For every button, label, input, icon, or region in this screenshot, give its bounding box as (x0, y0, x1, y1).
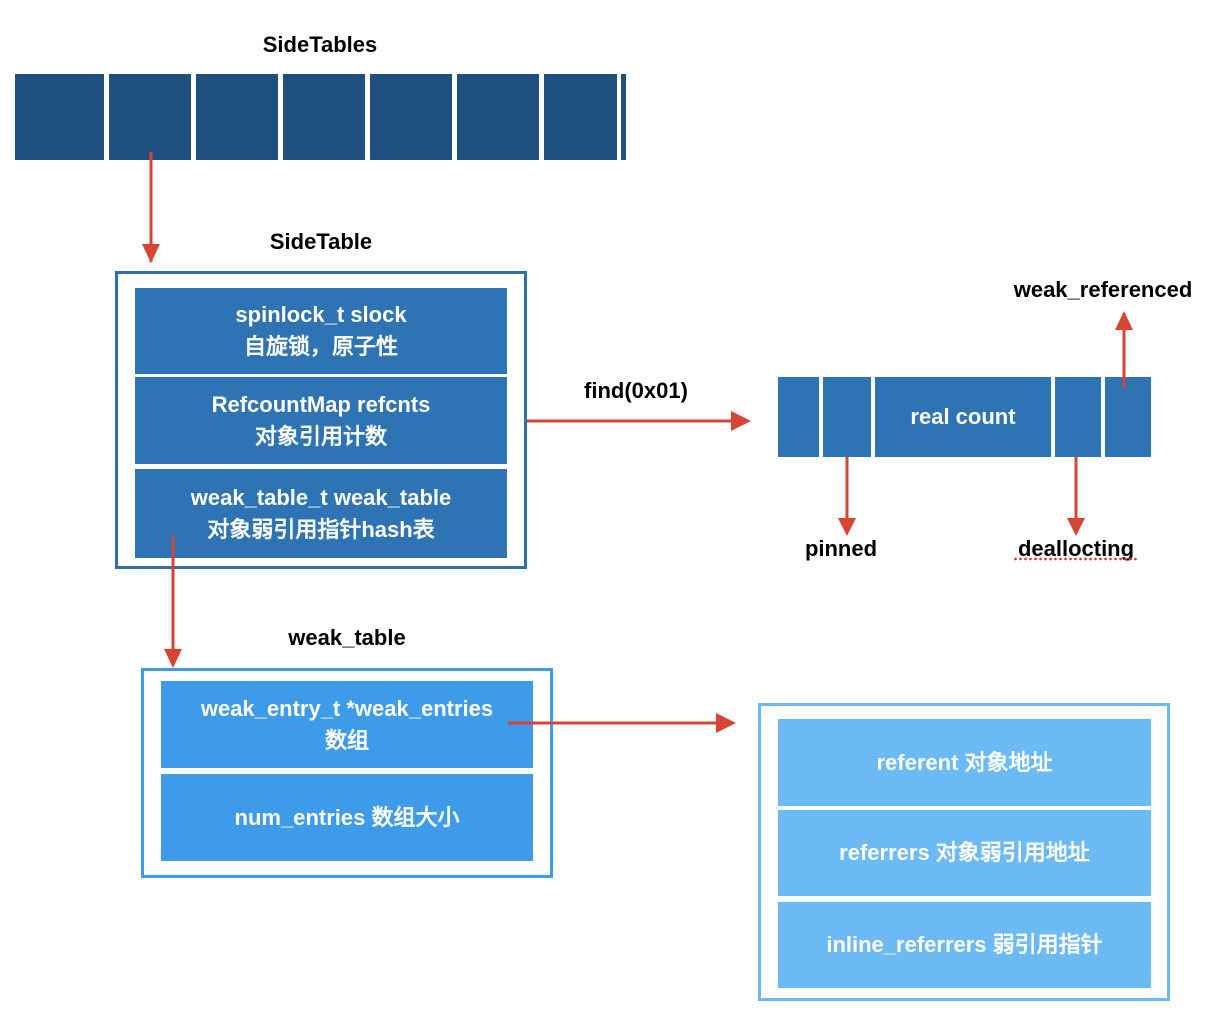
pinned-label: pinned (804, 536, 878, 561)
weak-table-field-desc: 对象弱引用指针hash表 (207, 516, 435, 542)
weak-table-field: weak_table_t weak_table 对象弱引用指针hash表 (135, 469, 507, 558)
deallocting-label: deallocting (1017, 536, 1135, 561)
arrowhead (142, 244, 160, 263)
slock-field-desc: 自旋锁，原子性 (243, 334, 398, 359)
find-label: find(0x01) (584, 378, 688, 403)
inline-referrers-field-label: inline_referrers 弱引用指针 (826, 932, 1103, 957)
real-count-cell: real count (875, 377, 1051, 457)
arrowhead (1115, 311, 1133, 330)
referrers-field-label: referrers 对象弱引用地址 (839, 840, 1090, 865)
side-tables-cell (544, 74, 617, 160)
inline-referrers-field: inline_referrers 弱引用指针 (778, 902, 1151, 988)
side-tables-cell (621, 74, 626, 160)
refcnts-field-name: RefcountMap refcnts (211, 391, 431, 417)
side-tables-cell (283, 74, 365, 160)
side-tables-cell (109, 74, 191, 160)
referrers-field: referrers 对象弱引用地址 (778, 810, 1151, 896)
spellcheck-underline (1013, 557, 1139, 561)
side-tables-cell (196, 74, 278, 160)
arrowhead (1067, 518, 1085, 536)
refcnts-field: RefcountMap refcnts 对象引用计数 (135, 377, 507, 464)
side-tables-title: SideTables (262, 32, 378, 57)
side-tables-cell (457, 74, 539, 160)
side-tables-cell (15, 74, 104, 160)
arrowhead (716, 713, 736, 733)
side-tables-cell (370, 74, 452, 160)
side-table-title: SideTable (269, 229, 373, 254)
arrowhead (164, 649, 182, 668)
arrowhead (838, 518, 856, 536)
weak-table-field-name: weak_table_t weak_table (190, 484, 452, 510)
refcnts-field-desc: 对象引用计数 (254, 423, 387, 449)
slock-field: spinlock_t slock 自旋锁，原子性 (135, 288, 507, 374)
referent-field-label: referent 对象地址 (876, 749, 1053, 775)
num-entries-field-label: num_entries 数组大小 (234, 804, 460, 830)
num-entries-field: num_entries 数组大小 (161, 774, 533, 861)
pinned-bit-cell (823, 377, 871, 457)
weak-referenced-label: weak_referenced (1013, 277, 1193, 302)
weak-table-title: weak_table (288, 625, 406, 650)
weak-entries-field-name: weak_entry_t *weak_entries (200, 695, 494, 721)
arrowhead (731, 411, 751, 431)
weak-entries-field-desc: 数组 (324, 727, 369, 753)
slock-field-name: spinlock_t slock (235, 302, 407, 327)
referent-field: referent 对象地址 (778, 719, 1151, 806)
weak-referenced-bit-cell (1105, 377, 1151, 457)
deallocating-bit-cell (1055, 377, 1101, 457)
refcount-bit-cell (778, 377, 819, 457)
real-count-label: real count (910, 404, 1016, 429)
weak-entries-field: weak_entry_t *weak_entries 数组 (161, 681, 533, 768)
